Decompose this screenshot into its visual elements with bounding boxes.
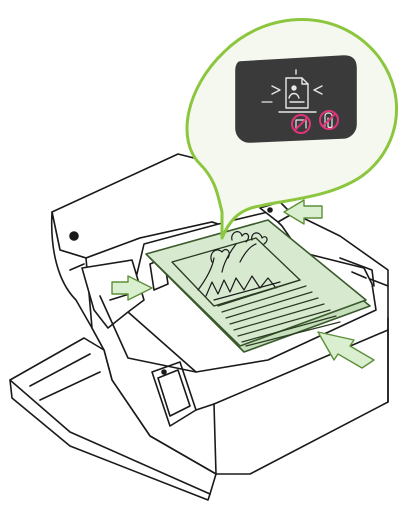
power-button[interactable] xyxy=(70,232,78,240)
no-paperclip-icon xyxy=(320,111,338,129)
no-staples-icon xyxy=(292,115,310,133)
panel-dot xyxy=(162,370,166,374)
feeder-control-panel xyxy=(236,56,356,142)
guide-knob xyxy=(268,208,272,212)
